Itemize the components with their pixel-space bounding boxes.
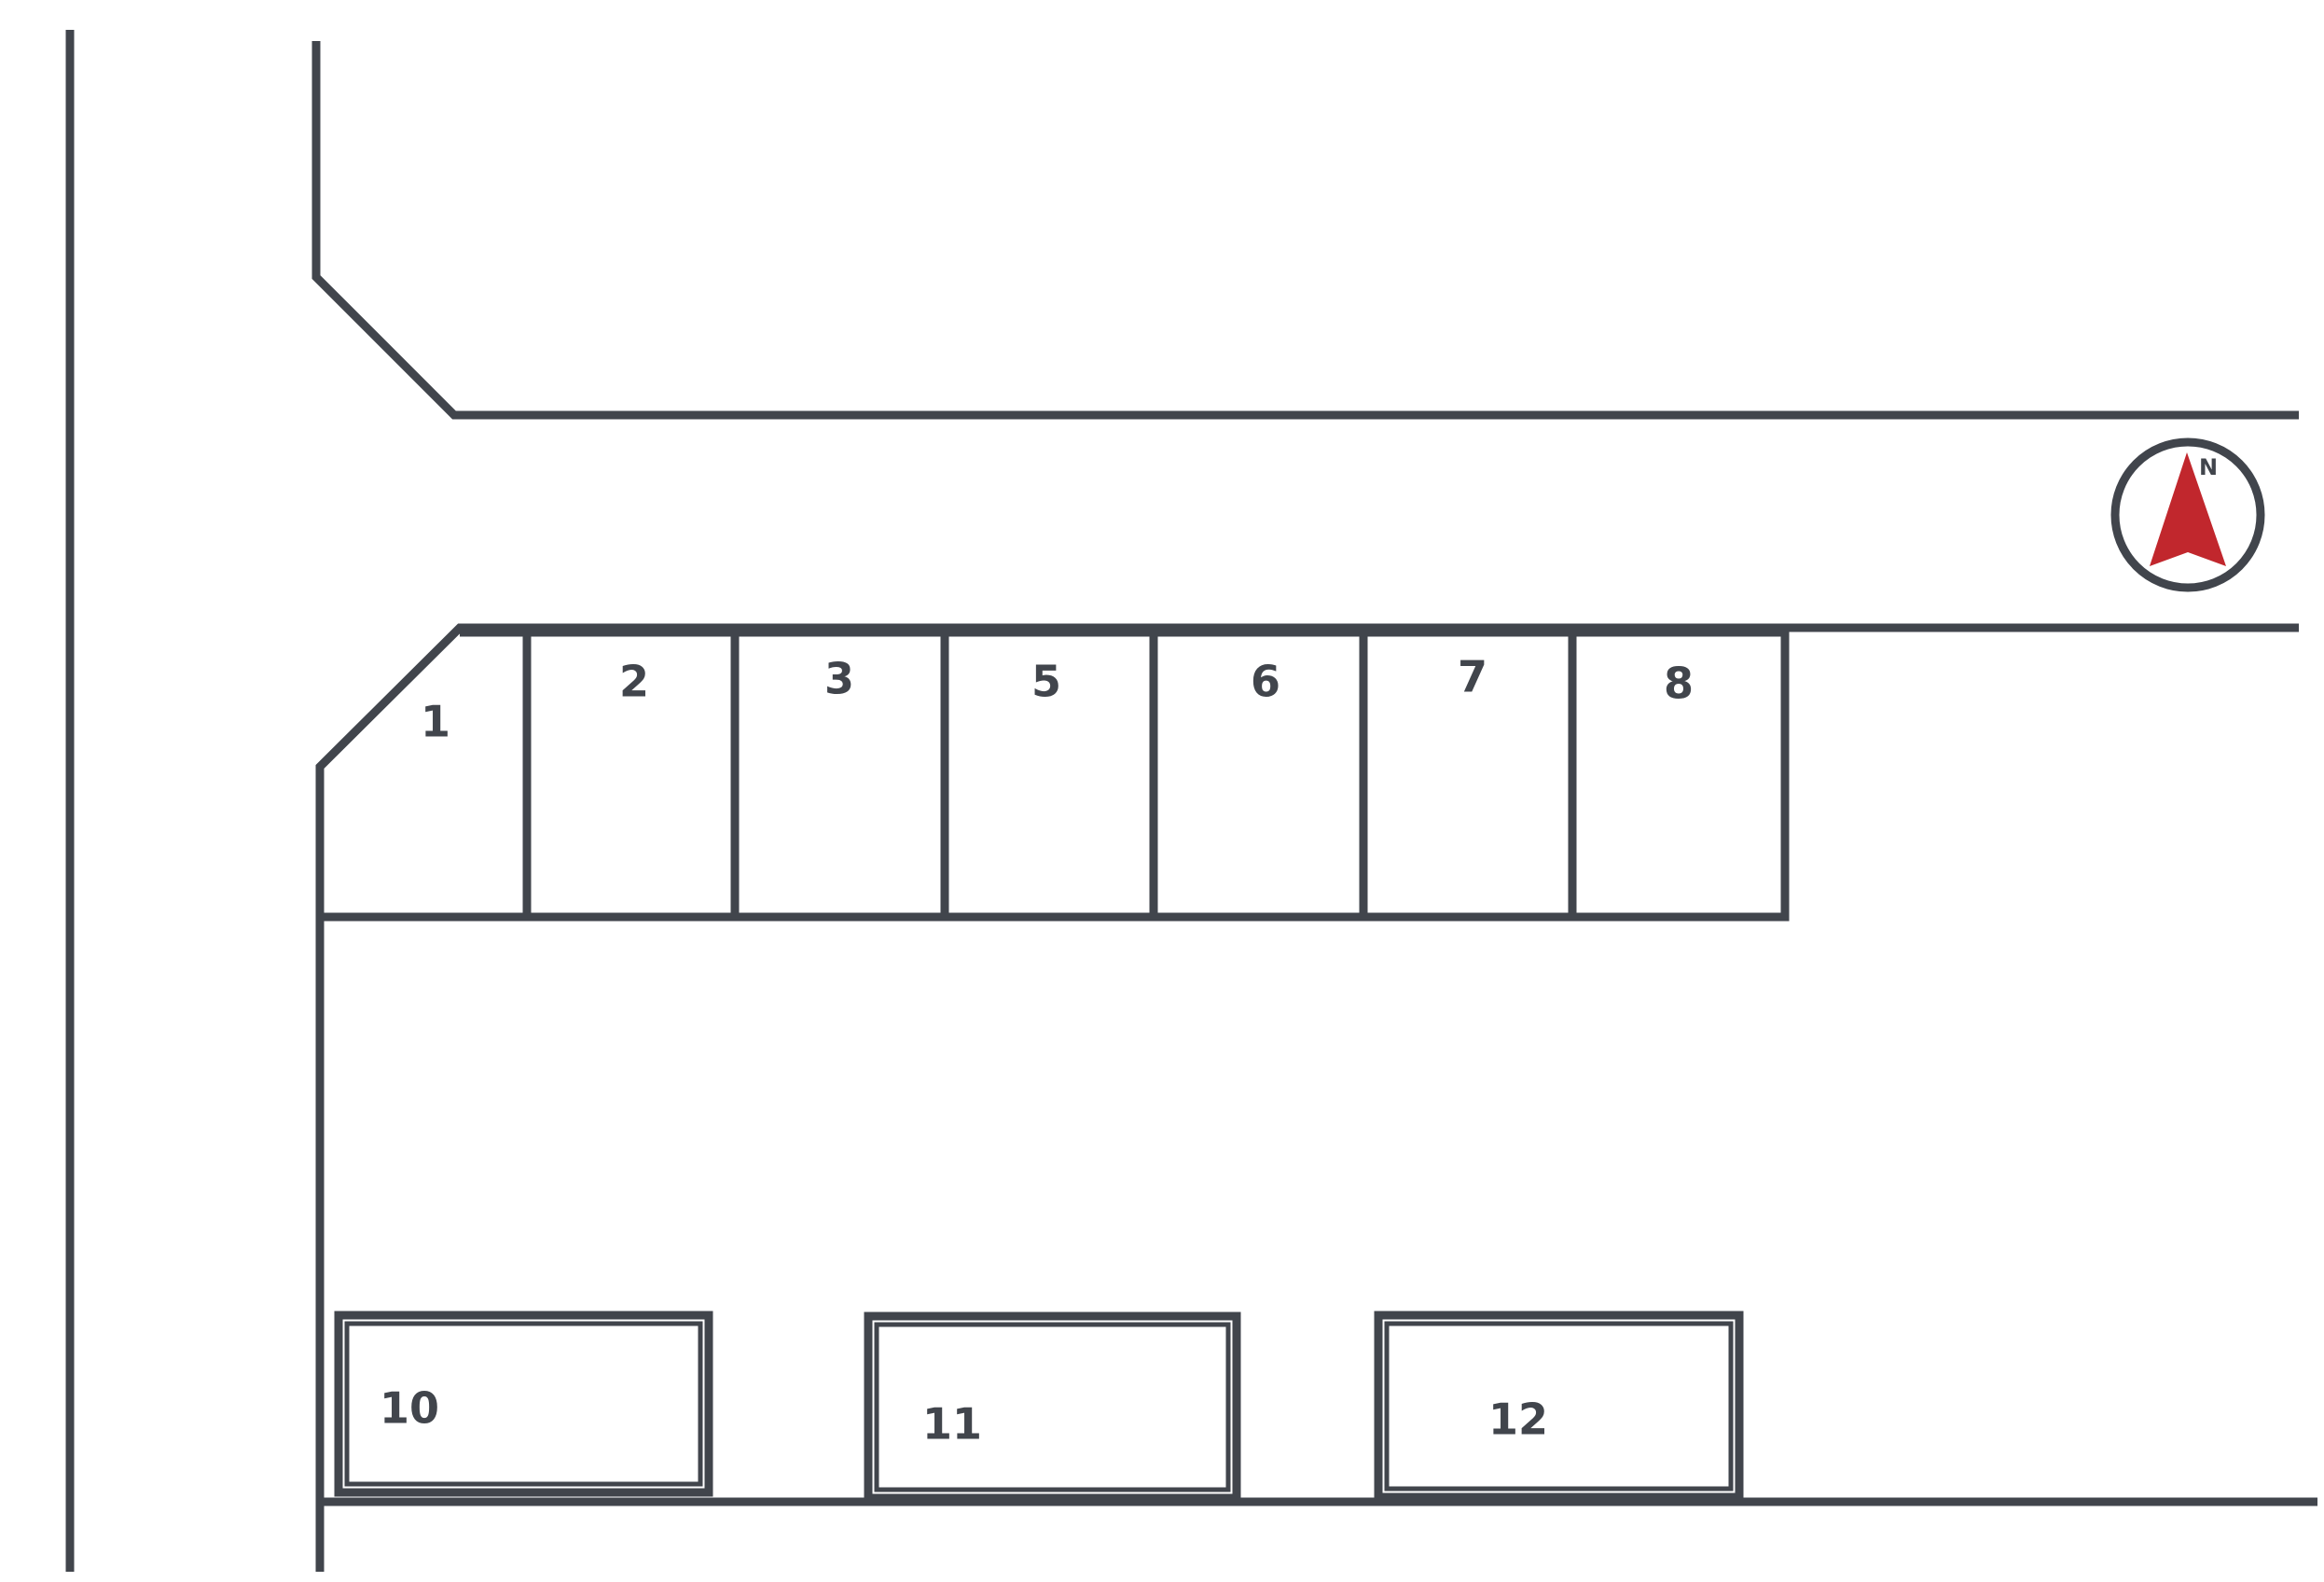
lot-8-label: 8 [1664,659,1694,709]
lot-11-inner-outline [874,1322,1231,1492]
lot-5-label: 5 [1031,657,1061,707]
lot-12-label: 12 [1488,1395,1548,1445]
north-arrow-icon [2150,452,2226,566]
lot-6-label: 6 [1251,657,1280,707]
lot-12-outline [1374,1311,1744,1502]
lot-11-outline [864,1311,1241,1503]
lot-row-top-edge [315,623,2299,1572]
lot-3-label: 3 [824,654,854,704]
lot-10-inner-outline [344,1321,703,1487]
lot-row-bottom-edge [323,628,1790,922]
lot-7-label: 7 [1458,652,1487,702]
north-letter: N [2199,454,2218,480]
lot-1-label: 1 [421,697,450,747]
lot-12-inner-outline [1384,1321,1734,1492]
lot-11-label: 11 [922,1399,982,1450]
lot-10-label: 10 [380,1383,439,1434]
north-street-edge [311,41,2299,420]
lot-10-outline [334,1311,713,1497]
north-compass-icon: N [2110,437,2265,592]
lot-2-label: 2 [619,657,649,707]
